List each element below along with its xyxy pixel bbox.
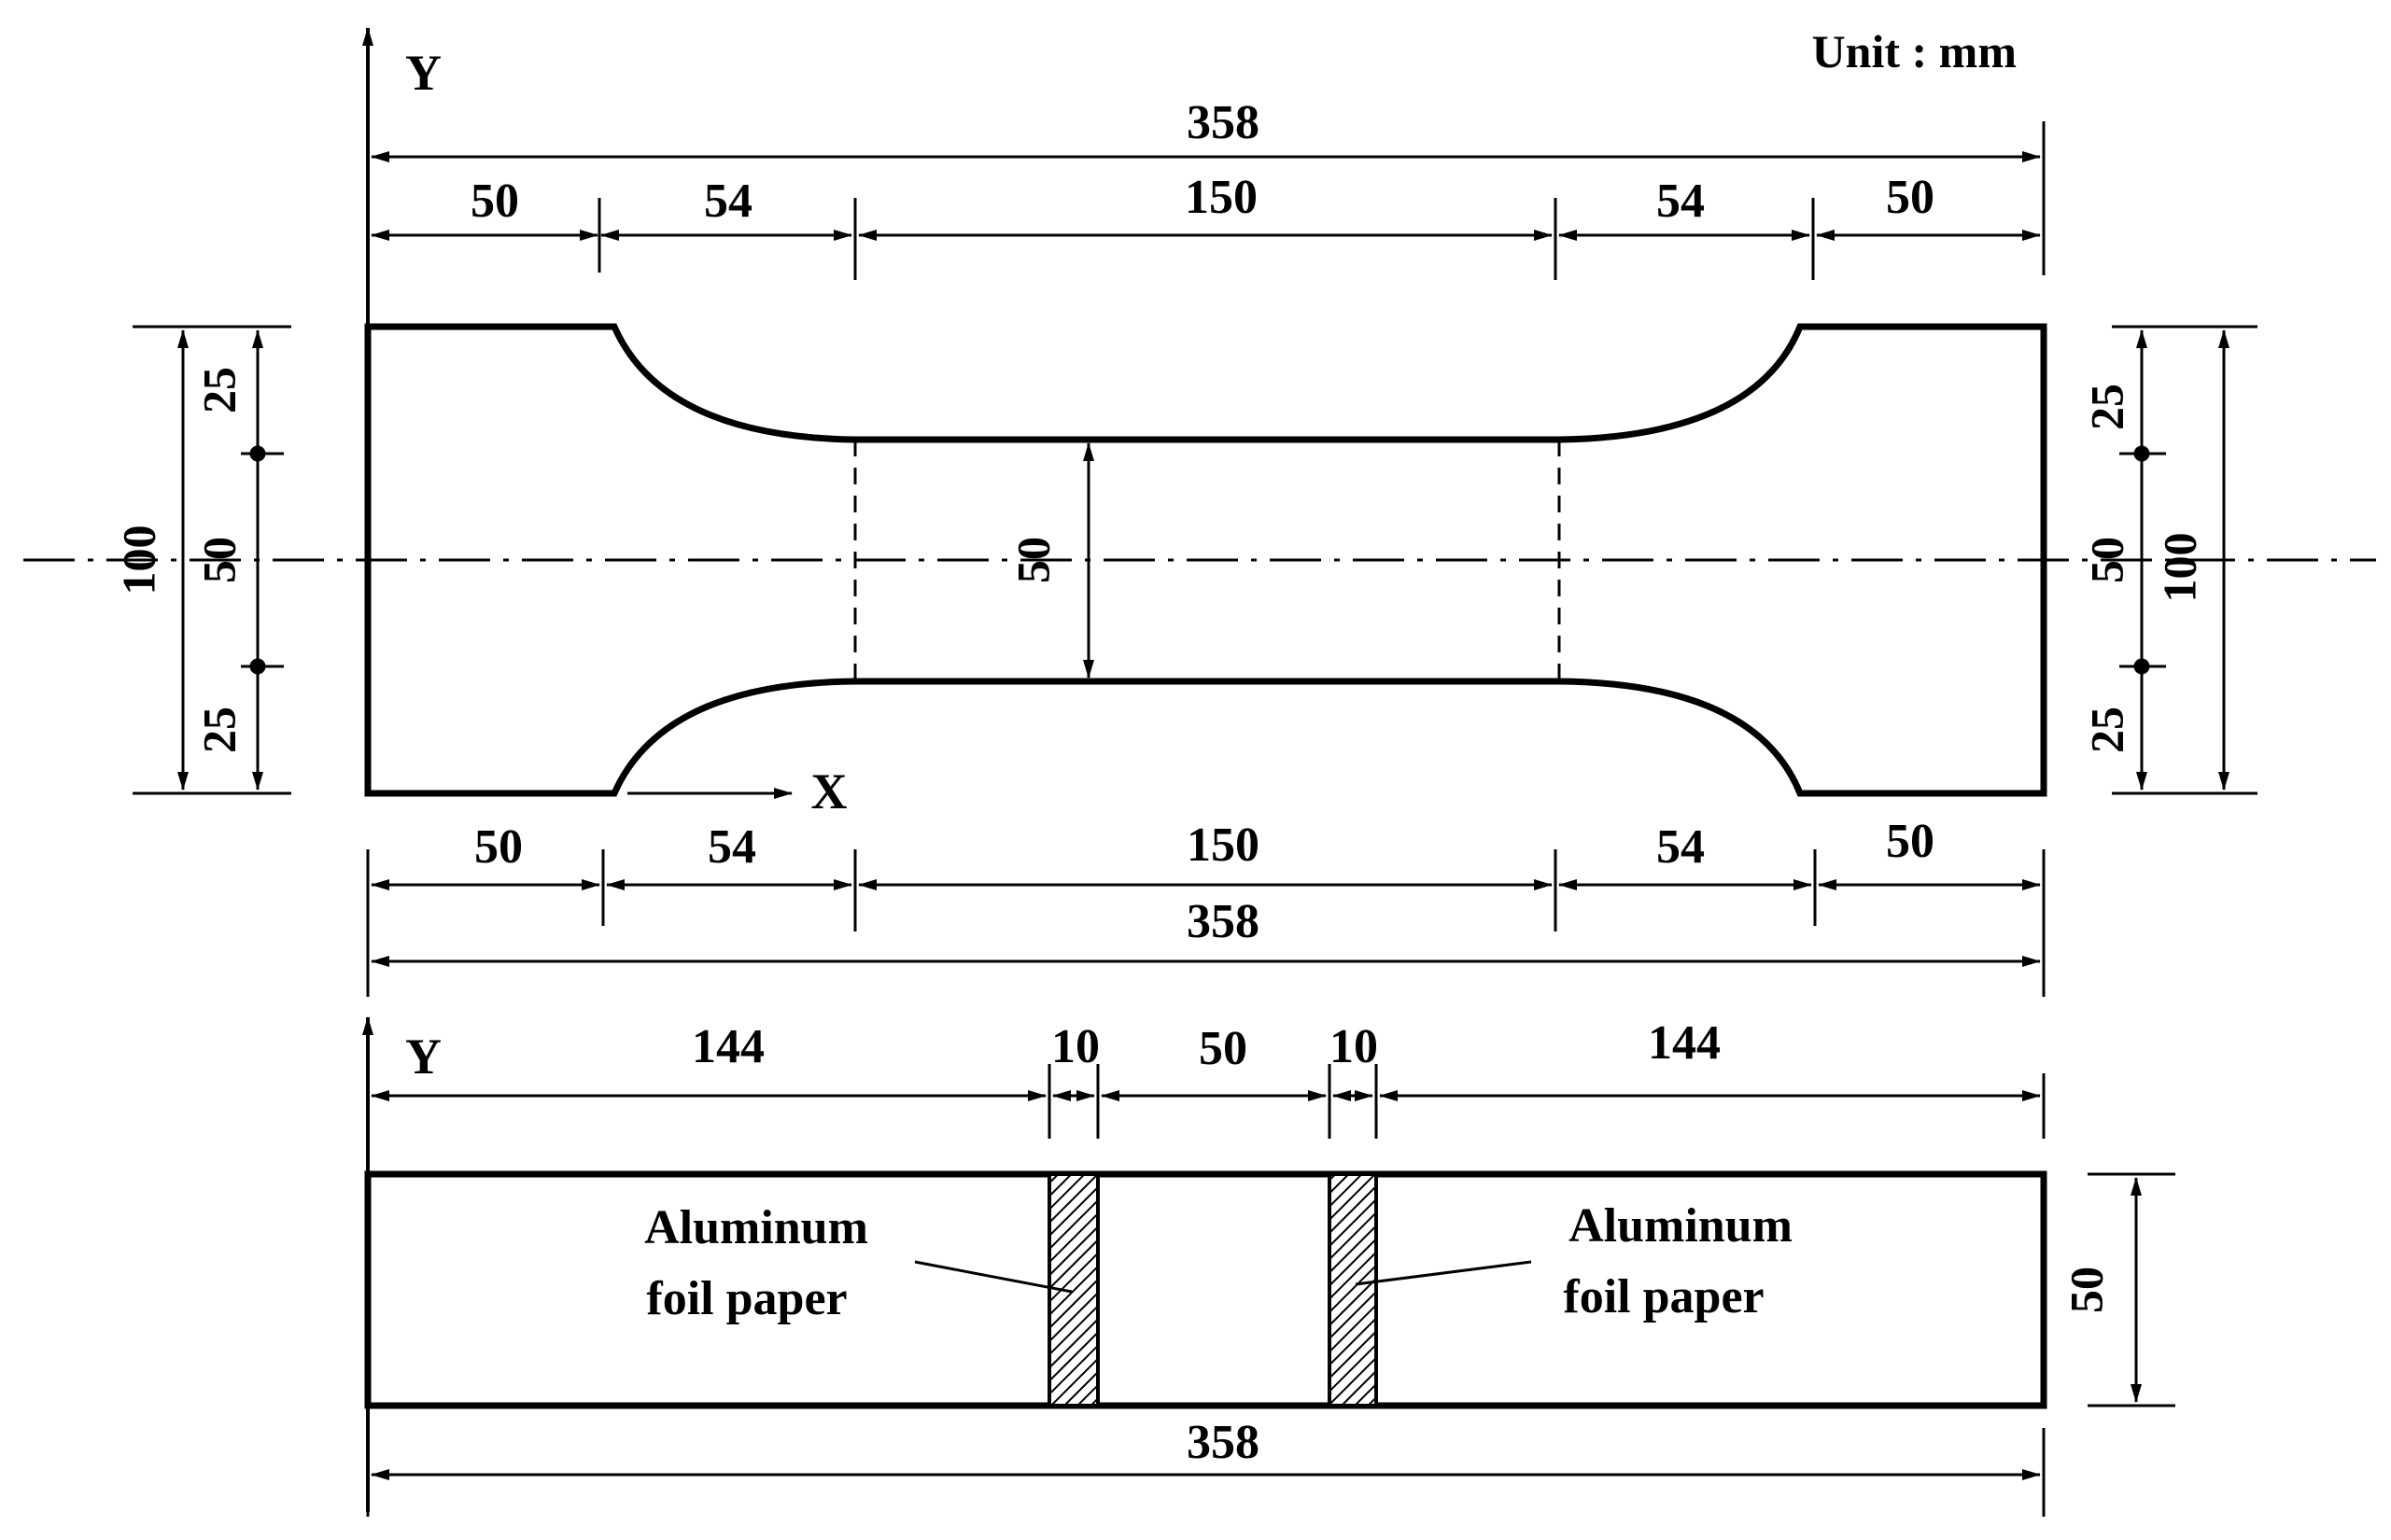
label-right-total: 100 <box>2153 533 2205 603</box>
label-seg-bottom-5: 50 <box>1886 815 1934 868</box>
leader-right <box>1355 1260 1532 1286</box>
dogbone-outline <box>364 323 2047 797</box>
label-left-total: 100 <box>112 525 164 595</box>
foil-strip-right <box>1328 1172 1378 1407</box>
label-lower-seg-1: 144 <box>692 1020 765 1073</box>
dim-left-height <box>133 325 291 795</box>
y-axis-label-top: Y <box>405 45 442 101</box>
label-seg-bottom-2: 54 <box>708 820 756 874</box>
label-lower-seg-5: 144 <box>1648 1016 1721 1070</box>
dim-plate-height <box>2088 1172 2175 1407</box>
foil-label-right-line-1: Aluminum <box>1568 1199 1793 1253</box>
label-seg-top-5: 50 <box>1886 171 1934 224</box>
label-overall-bottom: 358 <box>1187 895 1259 948</box>
label-seg-top-2: 54 <box>704 175 752 228</box>
dim-segments-bottom <box>366 849 2046 997</box>
dim-right-height <box>2112 325 2257 795</box>
bottom-view <box>362 1016 2175 1517</box>
foil-label-right-line-2: foil paper <box>1563 1270 1764 1323</box>
dim-segments-lower <box>371 1064 2046 1139</box>
foil-label-left-line-2: foil paper <box>646 1272 847 1325</box>
label-seg-bottom-4: 54 <box>1656 820 1705 874</box>
label-overall-lower: 358 <box>1187 1416 1259 1469</box>
label-lower-seg-4: 10 <box>1329 1020 1378 1073</box>
label-right-upper: 25 <box>2080 384 2132 430</box>
label-right-lower: 25 <box>2080 707 2132 753</box>
label-seg-bottom-1: 50 <box>474 820 523 874</box>
unit-label: Unit : mm <box>1812 25 2017 77</box>
label-lower-seg-3: 50 <box>1199 1022 1247 1075</box>
label-left-middle: 50 <box>192 537 245 583</box>
leader-left <box>914 1260 1073 1294</box>
label-seg-top-4: 54 <box>1656 175 1705 228</box>
label-right-middle: 50 <box>2080 537 2132 583</box>
label-lower-seg-2: 10 <box>1051 1020 1100 1073</box>
label-seg-top-1: 50 <box>471 175 519 228</box>
label-plate-height: 50 <box>2060 1267 2112 1313</box>
label-left-lower: 25 <box>192 707 245 753</box>
label-seg-bottom-3: 150 <box>1187 819 1259 872</box>
label-gauge-width: 50 <box>1006 537 1059 583</box>
label-seg-top-3: 150 <box>1185 171 1258 224</box>
label-overall-top: 358 <box>1187 96 1259 149</box>
dim-segments-top <box>371 198 2041 280</box>
plate-outline <box>364 1170 2047 1409</box>
y-axis-label-bottom: Y <box>405 1029 442 1085</box>
top-view <box>23 27 2376 997</box>
foil-label-left-line-1: Aluminum <box>644 1201 868 1254</box>
label-left-upper: 25 <box>192 367 245 413</box>
x-axis-label: X <box>811 763 848 819</box>
